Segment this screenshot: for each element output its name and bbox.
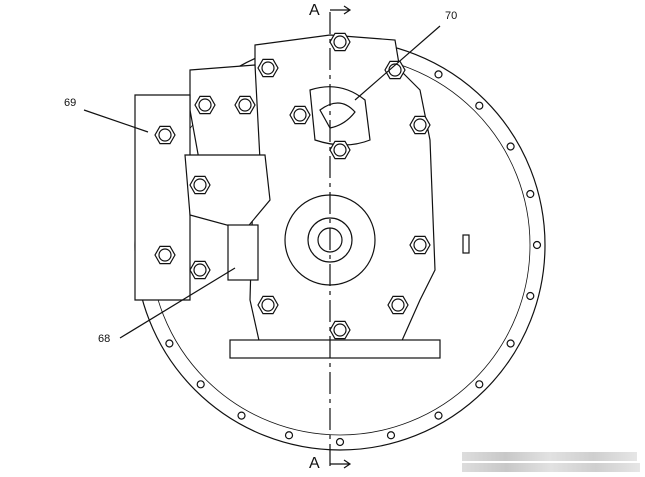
bolt-hole xyxy=(526,291,535,301)
bolt-hole xyxy=(506,142,515,151)
section-label-top: A xyxy=(309,2,320,19)
hex-bolt xyxy=(409,115,431,135)
hex-bolt xyxy=(384,60,406,80)
bolt-hole xyxy=(335,437,345,447)
hex-bolt xyxy=(289,105,311,125)
leader-68 xyxy=(119,267,236,339)
housing-bolts xyxy=(154,32,431,340)
bolt-hole xyxy=(434,70,443,79)
solenoid xyxy=(227,224,259,281)
hex-bolt xyxy=(194,95,216,115)
bolt-hole xyxy=(532,240,542,250)
hex-bolt xyxy=(329,320,351,340)
bolt-hole xyxy=(506,339,515,348)
control-valve-block xyxy=(134,94,191,301)
oval-port xyxy=(319,102,356,129)
callout-68: 68 xyxy=(98,333,111,345)
hex-bolt xyxy=(189,260,211,280)
bolt-hole xyxy=(237,411,246,420)
callout-70: 70 xyxy=(445,10,458,22)
callout-69: 69 xyxy=(64,97,77,109)
hex-bolt xyxy=(257,295,279,315)
bolt-hole xyxy=(475,101,484,110)
pump-housing xyxy=(249,34,436,346)
section-arrow-top xyxy=(330,5,352,15)
hex-bolt xyxy=(329,32,351,52)
leader-69 xyxy=(83,109,149,133)
bolt-hole xyxy=(196,380,205,389)
section-arrow-bottom xyxy=(330,459,352,469)
slot xyxy=(462,234,470,254)
hex-bolt xyxy=(257,58,279,78)
blurred-caption-line-1 xyxy=(462,452,637,461)
valve-block-upper xyxy=(189,64,261,166)
bolt-hole xyxy=(475,380,484,389)
hex-bolt xyxy=(154,245,176,265)
shaft-bore xyxy=(307,217,353,263)
section-label-bottom: A xyxy=(309,455,320,472)
hex-bolt xyxy=(387,295,409,315)
leader-70 xyxy=(354,25,441,101)
hex-bolt xyxy=(189,175,211,195)
blurred-caption-line-2 xyxy=(462,463,640,472)
bolt-hole xyxy=(434,411,443,420)
hex-bolt xyxy=(409,235,431,255)
bolt-hole xyxy=(386,431,396,440)
hex-bolt xyxy=(234,95,256,115)
bolt-hole xyxy=(284,431,294,440)
hex-bolt xyxy=(329,140,351,160)
bracket-plate xyxy=(184,154,271,231)
bolt-hole xyxy=(526,189,535,199)
base-plate xyxy=(229,339,441,359)
hex-bolt xyxy=(154,125,176,145)
bolt-hole xyxy=(165,339,174,348)
